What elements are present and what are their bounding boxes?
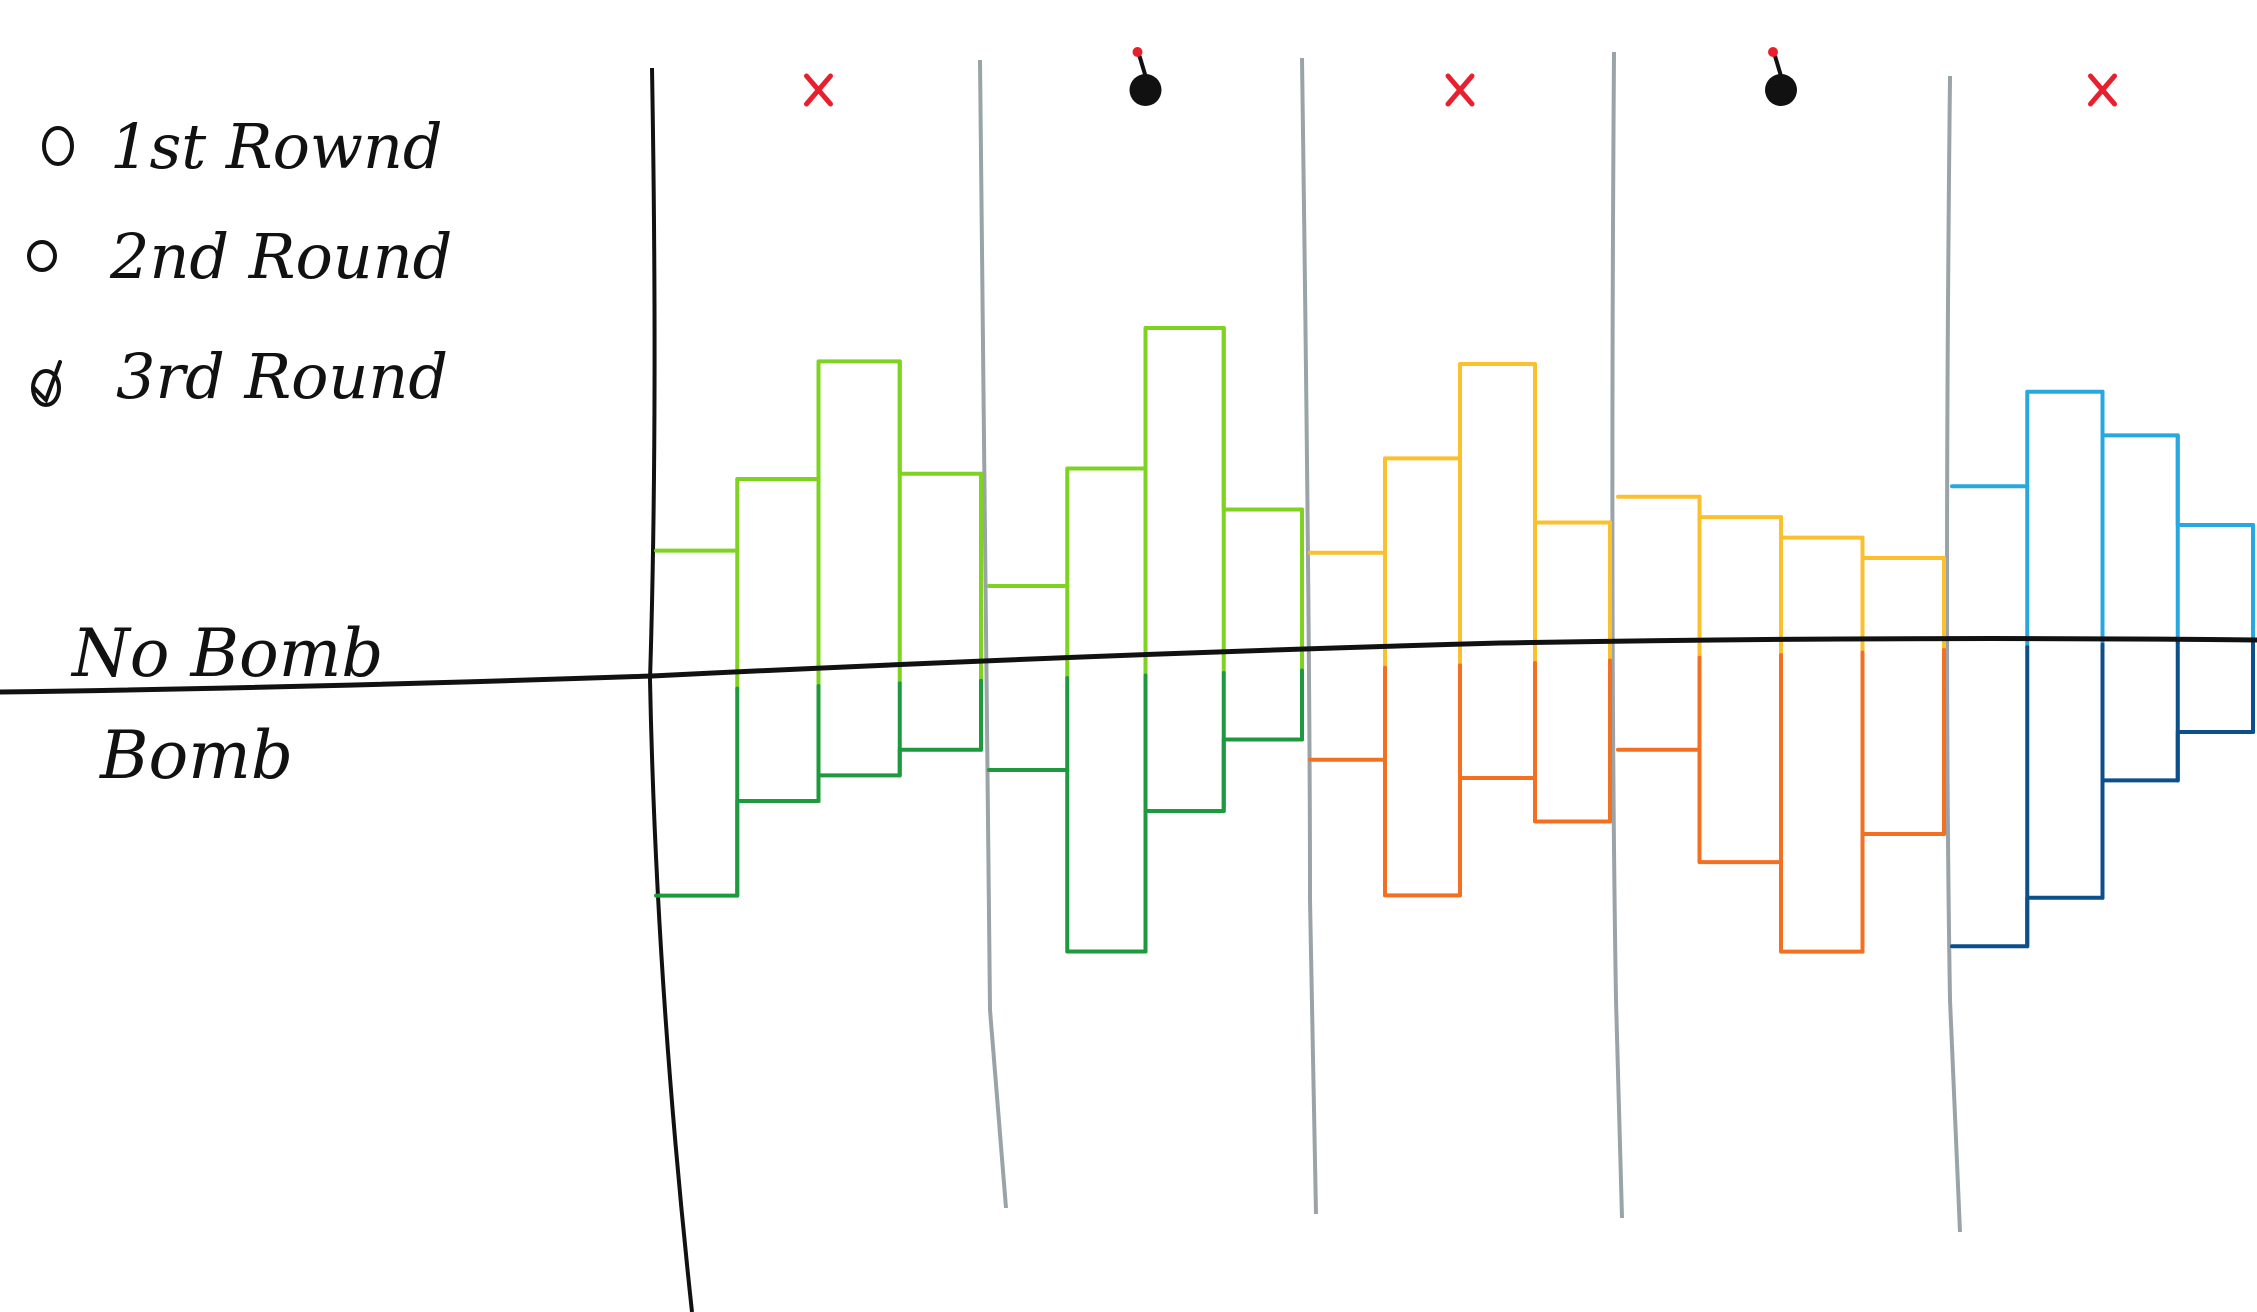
legend-label: 1st Rownd <box>110 110 443 183</box>
no-bomb-bar-series <box>1950 389 2255 527</box>
no-bomb-bar-series <box>1616 494 1946 560</box>
cross-mark-icon <box>804 73 833 107</box>
no-bomb-bar-series <box>1308 361 1612 555</box>
no-bomb-label: No Bomb <box>70 615 384 692</box>
cross-mark-icon <box>2088 73 2117 107</box>
column-divider <box>1610 51 1624 1219</box>
legend-item-3rd-round: 3rd Round <box>31 340 448 413</box>
legend-item-1st-round: 1st Rownd <box>42 110 443 183</box>
bomb-icon <box>1765 47 1797 106</box>
radio-unchecked-icon <box>27 240 57 272</box>
baseline-line <box>0 636 2257 695</box>
column-divider <box>1945 75 1962 1233</box>
bomb-bar-series <box>1950 729 2255 949</box>
bomb-bar-series <box>1308 757 1612 898</box>
radio-unchecked-icon <box>42 126 74 166</box>
legend-item-2nd-round: 2nd Round <box>27 220 452 293</box>
column-divider <box>1300 57 1318 1215</box>
bomb-icon <box>1129 47 1162 106</box>
bomb-bar-series <box>654 747 983 898</box>
bomb-bar-series <box>1616 747 1946 954</box>
legend-label: 3rd Round <box>116 340 448 413</box>
no-bomb-bar-series <box>987 325 1304 588</box>
markers-layer <box>804 47 2117 107</box>
column-dividers <box>978 51 1962 1233</box>
bomb-label: Bomb <box>99 717 293 794</box>
legend-label: 2nd Round <box>109 220 452 293</box>
bomb-bar-series <box>987 737 1304 954</box>
no-bomb-bar-series <box>654 359 983 553</box>
cross-mark-icon <box>1445 73 1475 107</box>
bars-layer <box>654 325 2255 954</box>
check-icon <box>32 360 62 404</box>
legend: 1st Rownd 2nd Round 3rd Round <box>27 110 452 413</box>
left-axis-line <box>647 67 694 1312</box>
column-divider <box>978 59 1008 1209</box>
